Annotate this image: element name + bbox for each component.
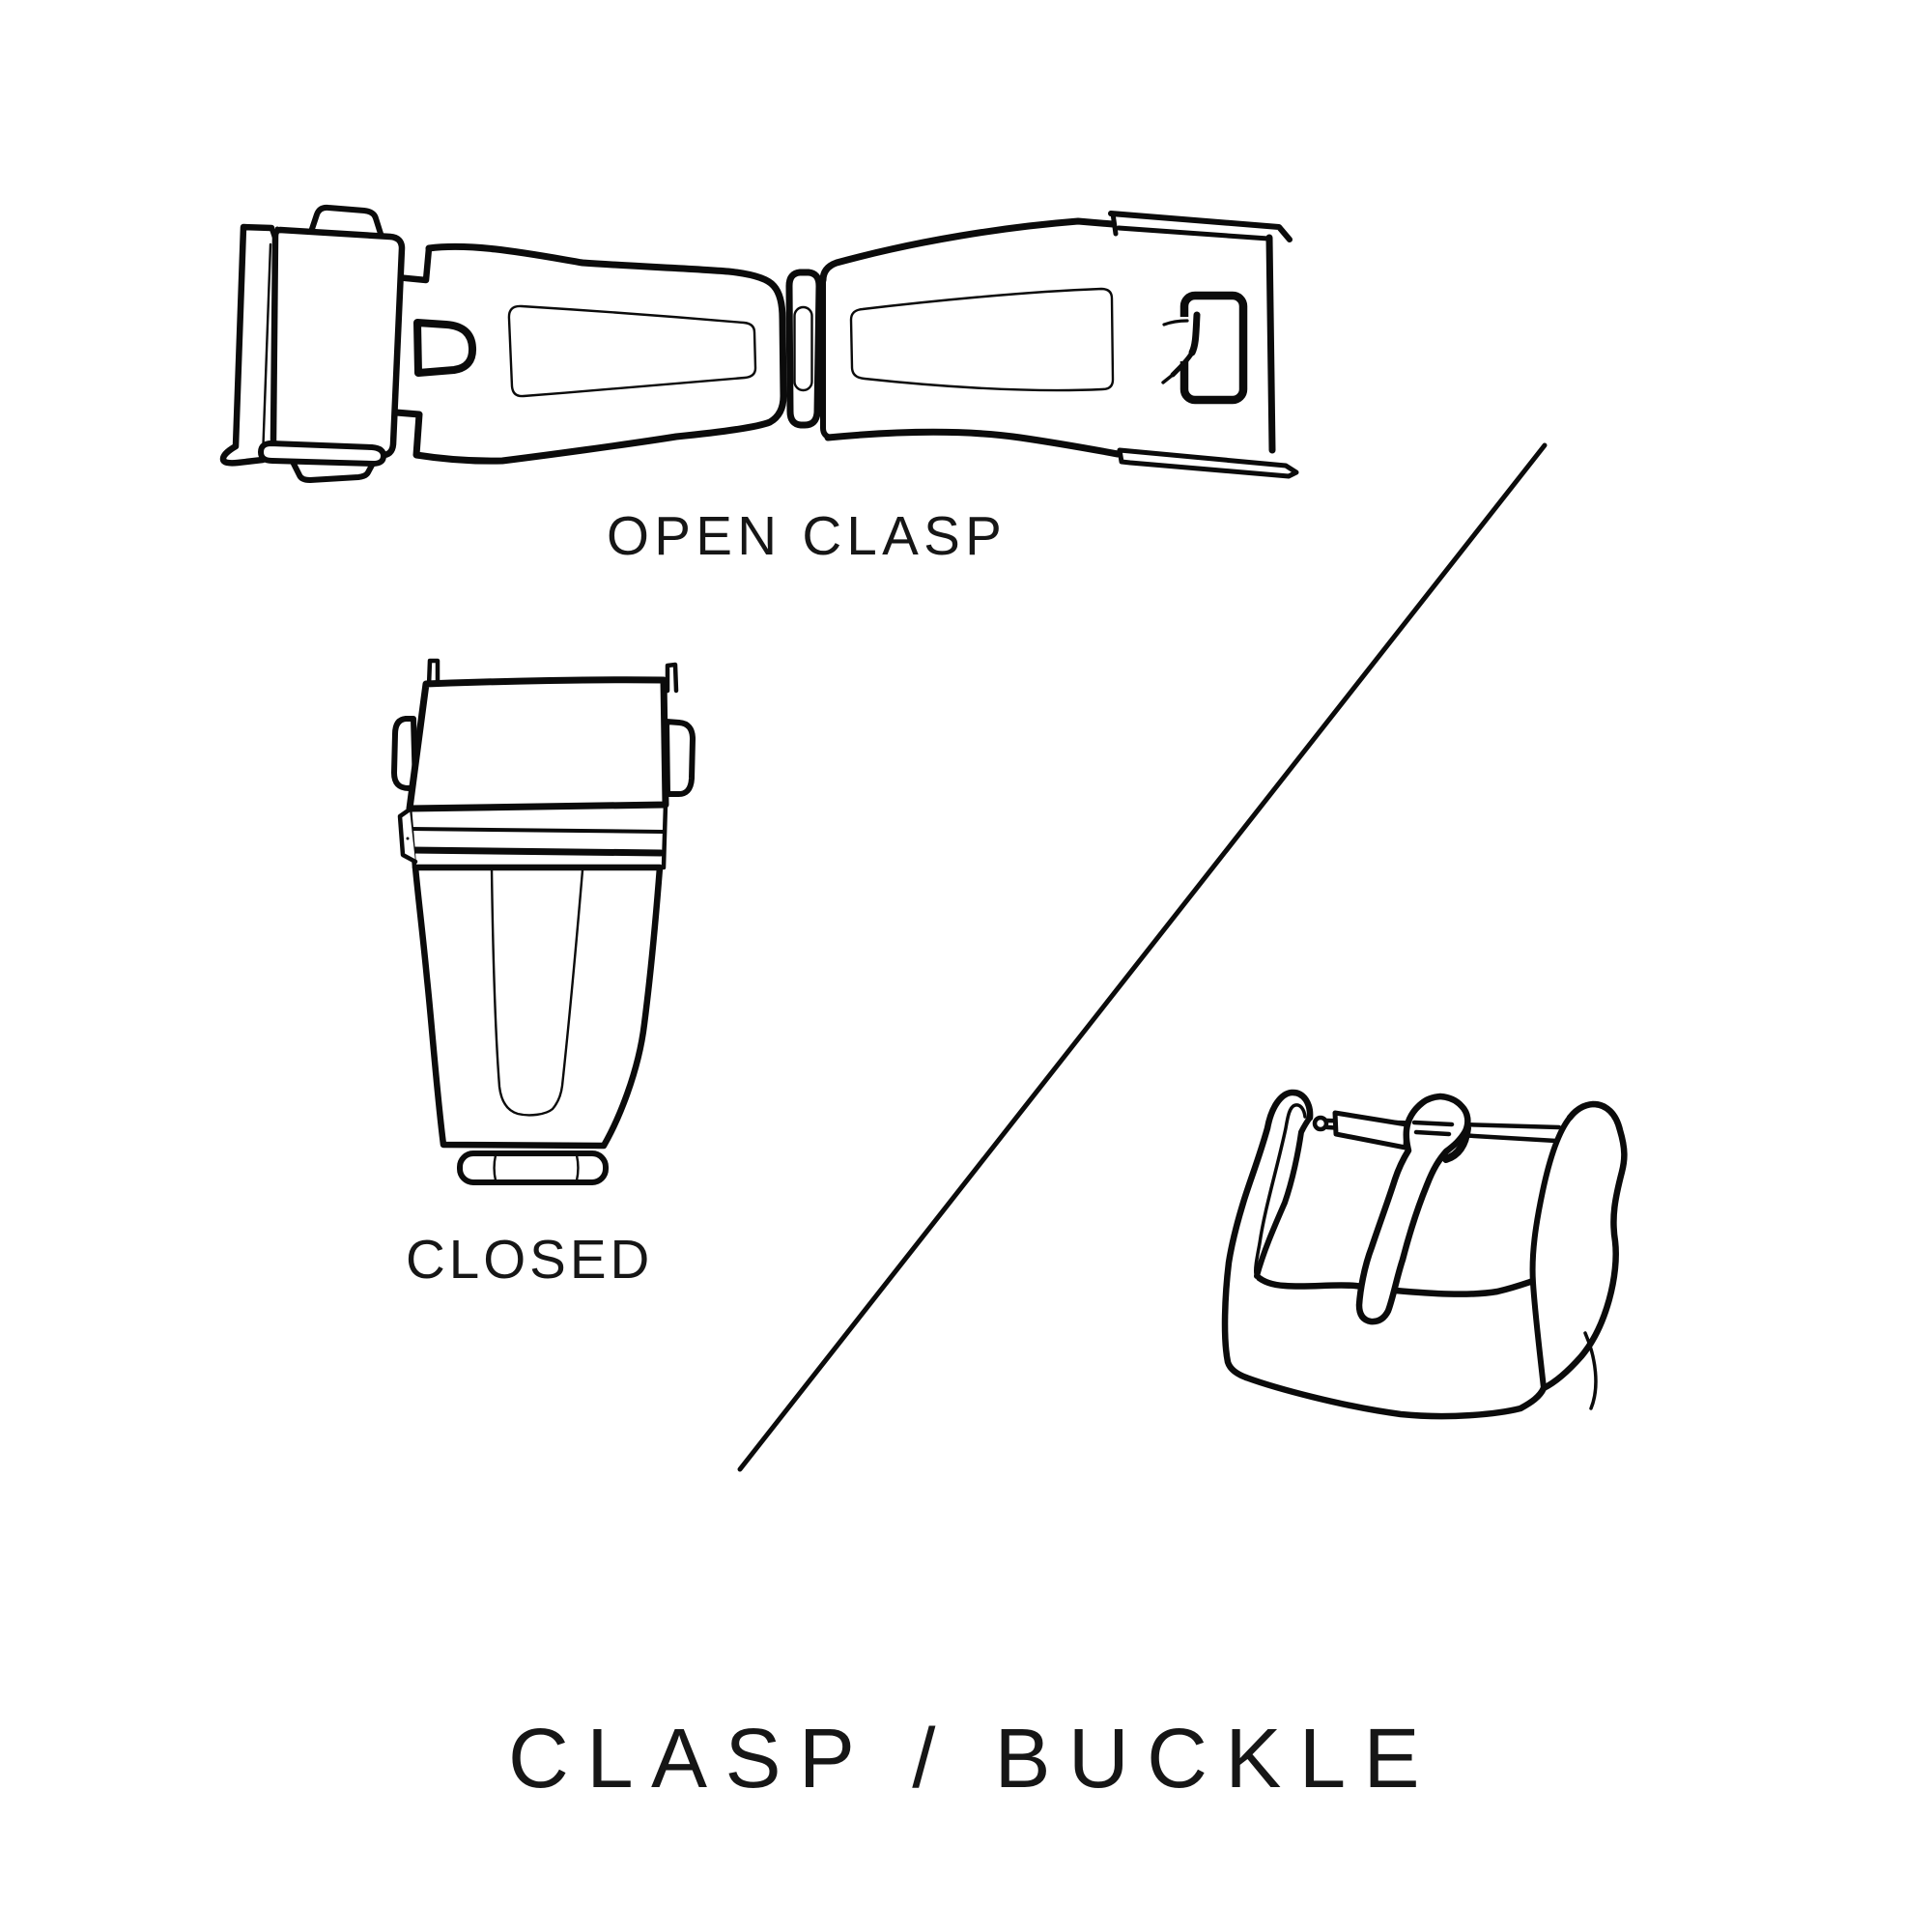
svg-text:CLOSED: CLOSED <box>406 1229 653 1290</box>
svg-text:CLASP / BUCKLE: CLASP / BUCKLE <box>508 1712 1437 1805</box>
svg-text:OPEN CLASP: OPEN CLASP <box>607 505 1007 566</box>
